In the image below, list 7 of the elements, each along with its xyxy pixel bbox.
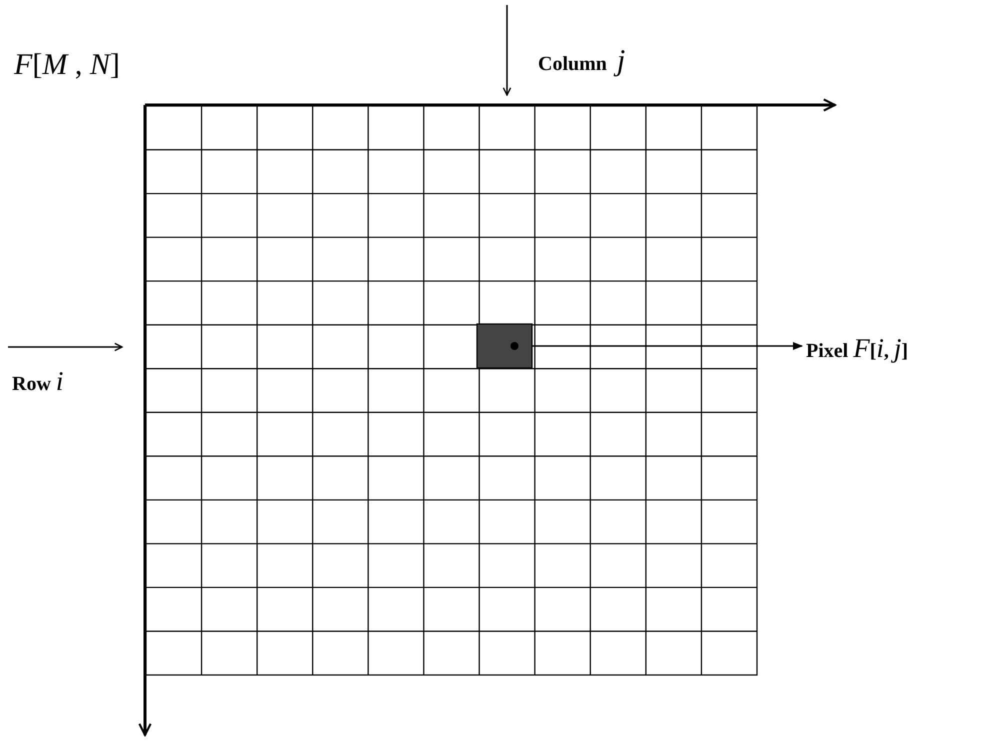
axis-label: Column j	[538, 44, 626, 78]
leader-line	[532, 342, 803, 350]
pixel-grid	[146, 106, 757, 675]
highlighted-pixel	[477, 324, 532, 368]
pixel-label: Pixel F[i, j]	[806, 328, 976, 368]
axis-label: Row i	[12, 366, 64, 397]
matrix-label: F[M , N]	[14, 48, 120, 82]
